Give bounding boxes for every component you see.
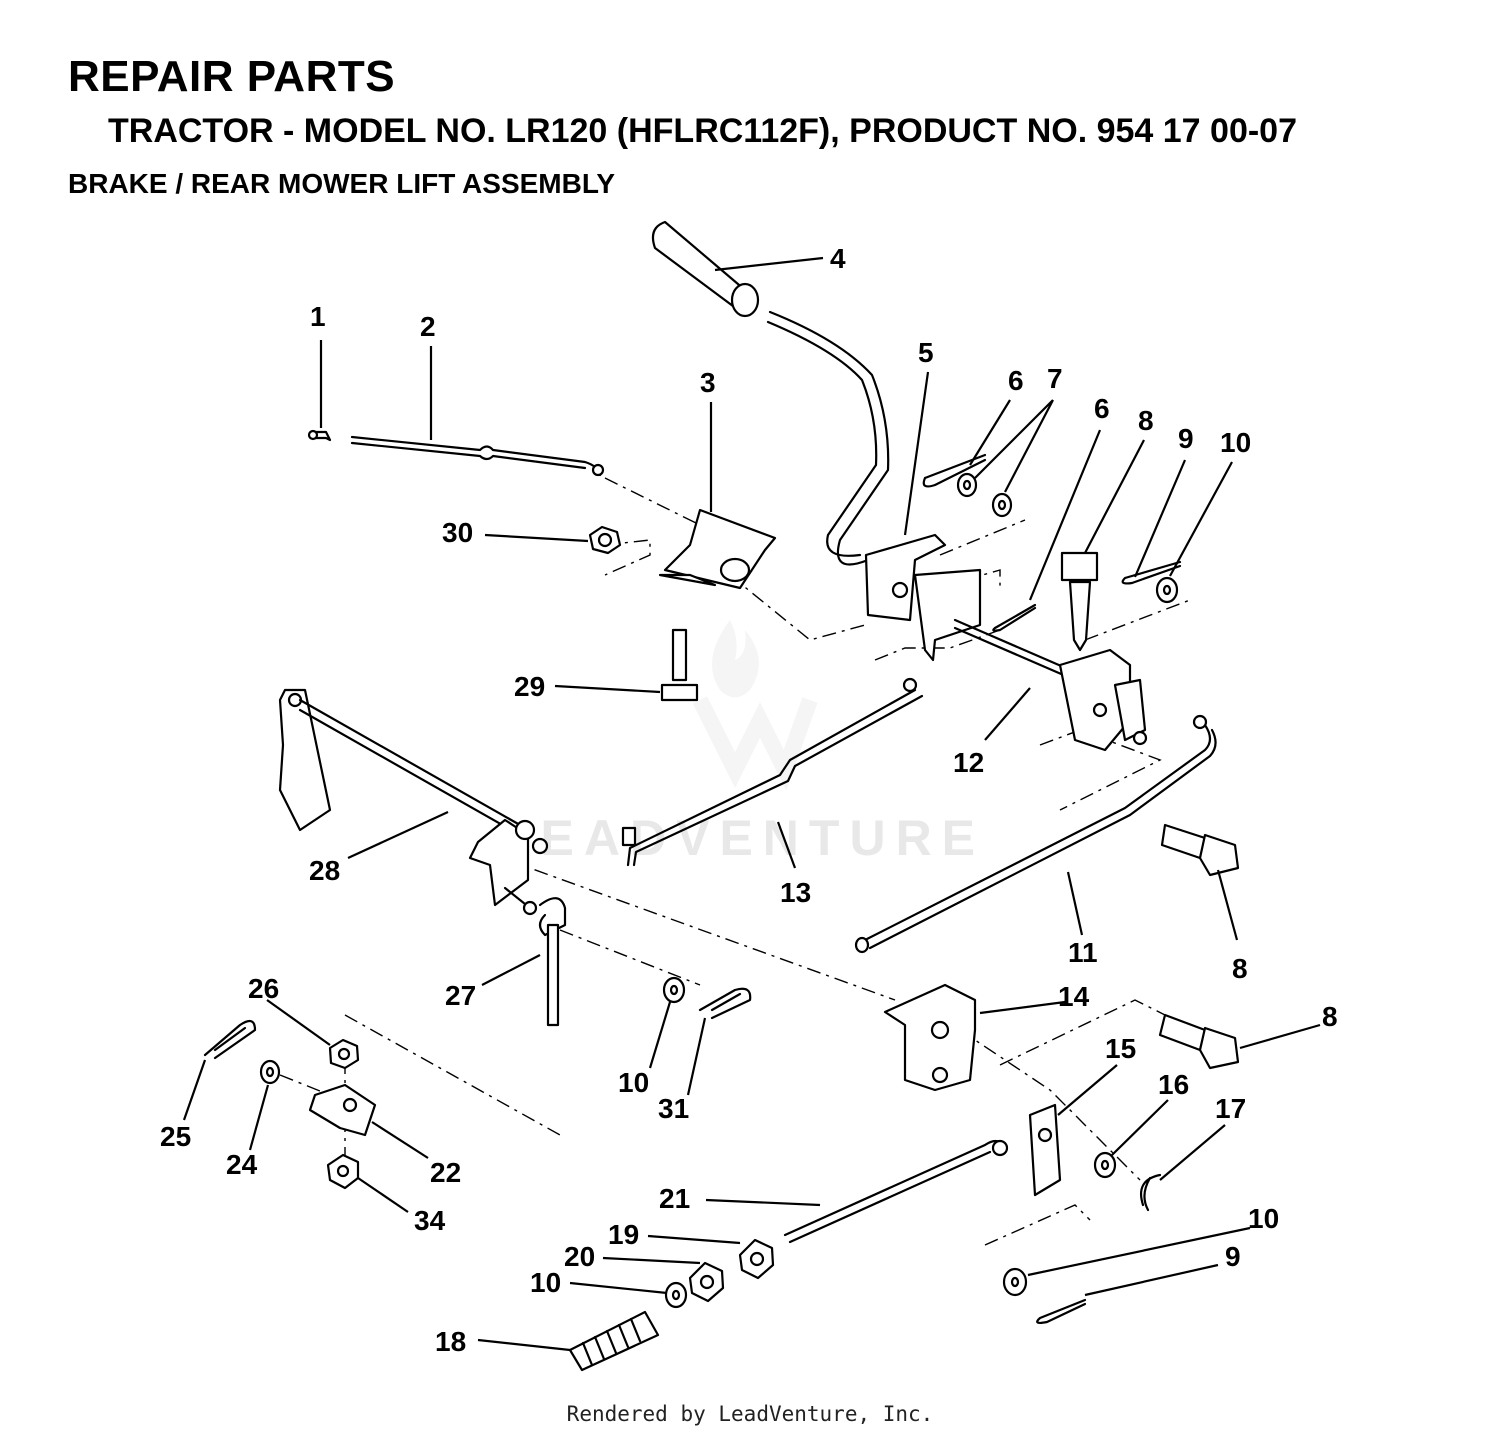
part-18-spring (568, 1310, 660, 1372)
part-11-link-rod (854, 714, 1217, 954)
callout-29: 29 (514, 671, 545, 702)
callout-15: 15 (1105, 1033, 1136, 1064)
part-24-washer (259, 1059, 281, 1085)
part-20-nut (688, 1261, 725, 1303)
model-subtitle: TRACTOR - MODEL NO. LR120 (HFLRC112F), P… (108, 112, 1297, 150)
callout-26: 26 (248, 973, 279, 1004)
assembly-title: BRAKE / REAR MOWER LIFT ASSEMBLY (68, 168, 616, 199)
part-16-washer (1093, 1151, 1117, 1179)
part-2-rod (350, 435, 605, 477)
callout-10: 10 (1220, 427, 1251, 458)
part-1-pin (307, 429, 332, 442)
page-title: REPAIR PARTS (68, 52, 396, 101)
leader-lines (182, 256, 1321, 1352)
callout-10: 10 (530, 1267, 561, 1298)
callout-14: 14 (1058, 981, 1090, 1012)
callout-22: 22 (430, 1157, 461, 1188)
callout-27: 27 (445, 980, 476, 1011)
callout-30: 30 (442, 517, 473, 548)
render-credit: Rendered by LeadVenture, Inc. (566, 1402, 934, 1426)
part-4-handle-grip (651, 220, 760, 318)
callout-21: 21 (659, 1183, 690, 1214)
callout-7: 7 (1047, 363, 1063, 394)
callout-6: 6 (1008, 365, 1024, 396)
callout-16: 16 (1158, 1069, 1189, 1100)
callout-10: 10 (1248, 1203, 1279, 1234)
callout-2: 2 (420, 311, 436, 342)
part-22-trunnion (308, 1083, 377, 1137)
part-26-nut (328, 1038, 360, 1070)
part-3-bracket (658, 508, 777, 590)
part-30-locknut (588, 525, 622, 555)
callout-18: 18 (435, 1326, 466, 1357)
callout-labels: 1 2 3 4 5 6 7 6 8 9 10 30 29 12 13 28 11… (160, 243, 1338, 1357)
callout-8: 8 (1322, 1001, 1338, 1032)
part-13-link-rod (621, 677, 924, 867)
callout-1: 1 (310, 301, 326, 332)
part-10-washer-top (1155, 576, 1179, 604)
part-19-nut (738, 1238, 775, 1280)
part-9-cotter-pin-right (1036, 1298, 1087, 1324)
part-9-cotter-pin-top (1121, 560, 1182, 585)
callout-19: 19 (608, 1219, 639, 1250)
part-5-lift-lever (766, 310, 982, 662)
part-12-shaft-bracket (953, 618, 1148, 752)
part-10-washer-mid (662, 976, 686, 1004)
part-8-bolt-right (1158, 1013, 1240, 1070)
part-8-bolt-mid (1160, 823, 1240, 877)
part-15-link-plate (1028, 1103, 1062, 1197)
part-25-hairpin (203, 1019, 257, 1060)
callout-3: 3 (700, 367, 716, 398)
watermark-text: LEADVENTURE (500, 810, 985, 866)
callout-13: 13 (780, 877, 811, 908)
callout-9: 9 (1225, 1241, 1241, 1272)
part-27-eyebolt (538, 897, 567, 1027)
part-10-washer-low (664, 1281, 688, 1309)
callout-12: 12 (953, 747, 984, 778)
part-8-bolt-top (1060, 551, 1099, 652)
part-34-nut (326, 1153, 360, 1190)
part-29-bolt (660, 628, 699, 702)
callout-8: 8 (1232, 953, 1248, 984)
callout-28: 28 (309, 855, 340, 886)
watermark-logo (692, 620, 818, 791)
callout-10: 10 (618, 1067, 649, 1098)
callout-25: 25 (160, 1121, 191, 1152)
part-10-washer-right (1002, 1267, 1028, 1297)
part-17-e-ring (1139, 1173, 1162, 1212)
callout-5: 5 (918, 337, 934, 368)
callout-24: 24 (226, 1149, 258, 1180)
part-7-washers (956, 472, 1013, 518)
callout-9: 9 (1178, 423, 1194, 454)
callout-34: 34 (414, 1205, 446, 1236)
callout-17: 17 (1215, 1093, 1246, 1124)
part-6-cotter-pin-b (992, 603, 1037, 632)
callout-20: 20 (564, 1241, 595, 1272)
callout-11: 11 (1068, 937, 1098, 968)
part-31-hairpin (698, 987, 752, 1020)
part-28-rockshaft (278, 688, 549, 916)
callout-8: 8 (1138, 405, 1154, 436)
callout-31: 31 (658, 1093, 689, 1124)
part-21-brake-rod (783, 1139, 1009, 1244)
callout-4: 4 (830, 243, 846, 274)
part-14-bracket (883, 983, 977, 1092)
callout-6: 6 (1094, 393, 1110, 424)
